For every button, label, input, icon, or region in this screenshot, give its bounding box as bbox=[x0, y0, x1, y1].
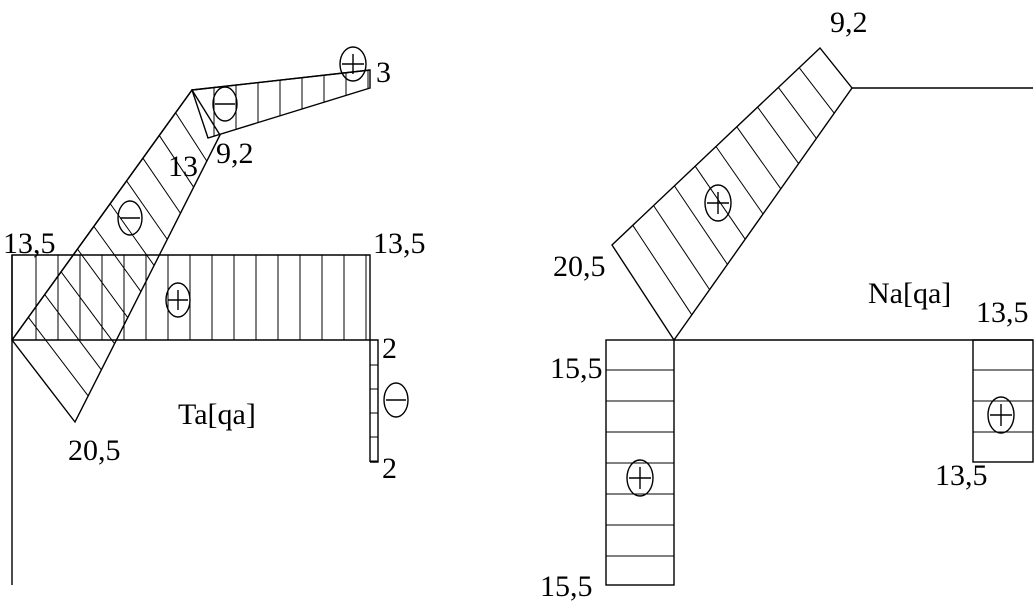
label-right-bottom: 2 bbox=[382, 452, 397, 485]
beam-hatching bbox=[35, 255, 367, 340]
label-top-left: 13,5 bbox=[3, 227, 56, 260]
label-right-column-bottom: 13,5 bbox=[935, 459, 988, 492]
label-right-top-value: 9,2 bbox=[830, 6, 868, 39]
hatch-line bbox=[44, 294, 102, 371]
label-top-end: 3 bbox=[376, 56, 391, 89]
diagram-title-na: Na[qa] bbox=[868, 277, 951, 310]
hatch-line bbox=[142, 157, 181, 214]
hatch-line bbox=[158, 135, 195, 188]
label-upper-diag-1: 13 bbox=[168, 150, 198, 183]
inclined-hatching bbox=[27, 112, 208, 397]
beam-diagram-outline bbox=[11, 254, 371, 340]
stub-hatching bbox=[370, 364, 378, 462]
shear-diagram: 13,5 13,5 20,5 13 9,2 3 2 2 Ta[qa] bbox=[3, 46, 426, 585]
label-right-top: 2 bbox=[382, 332, 397, 365]
hatch-line bbox=[93, 226, 142, 292]
minus-sign-inclined bbox=[117, 200, 143, 236]
hatch-line bbox=[27, 316, 89, 397]
diagram-title-ta: Ta[qa] bbox=[178, 398, 256, 431]
hatch-line bbox=[736, 126, 782, 190]
top-diagram-outline bbox=[191, 69, 371, 139]
label-right-diag: 20,5 bbox=[553, 250, 606, 283]
plus-sign-left-column bbox=[626, 459, 654, 497]
hatch-line bbox=[673, 185, 728, 265]
label-left-column-bottom: 15,5 bbox=[540, 570, 593, 603]
hatch-line bbox=[777, 87, 817, 139]
minus-sign-upper bbox=[212, 86, 238, 122]
hatch-line bbox=[175, 112, 208, 162]
label-right-column-top: 13,5 bbox=[976, 296, 1029, 329]
plus-sign-right-column bbox=[987, 396, 1015, 434]
right-inclined-outline bbox=[611, 46, 853, 342]
hatch-line bbox=[60, 271, 115, 345]
hatch-line bbox=[126, 180, 168, 240]
plus-sign-right-inclined bbox=[704, 184, 732, 222]
left-column-hatching bbox=[606, 369, 674, 557]
normal-force-diagram: 9,2 20,5 15,5 15,5 13,5 13,5 Na[qa] bbox=[540, 6, 1034, 603]
label-left-column-top: 15,5 bbox=[550, 352, 603, 385]
plus-sign-top bbox=[339, 46, 367, 82]
stub-diagram-outline bbox=[370, 339, 379, 463]
hatch-line bbox=[632, 225, 693, 316]
hatch-line bbox=[77, 248, 129, 318]
label-bottom-diag: 20,5 bbox=[68, 434, 121, 467]
plus-sign-beam bbox=[165, 282, 191, 318]
hatch-line bbox=[653, 205, 711, 290]
hatch-line bbox=[757, 106, 800, 164]
right-column-hatching bbox=[973, 369, 1033, 433]
hatch-line bbox=[715, 146, 764, 215]
minus-sign-stub bbox=[383, 382, 409, 418]
right-inclined-hatching bbox=[632, 67, 835, 316]
label-top-right: 13,5 bbox=[373, 227, 426, 260]
label-upper-diag-2: 9,2 bbox=[216, 137, 254, 170]
hatch-line bbox=[798, 67, 835, 114]
